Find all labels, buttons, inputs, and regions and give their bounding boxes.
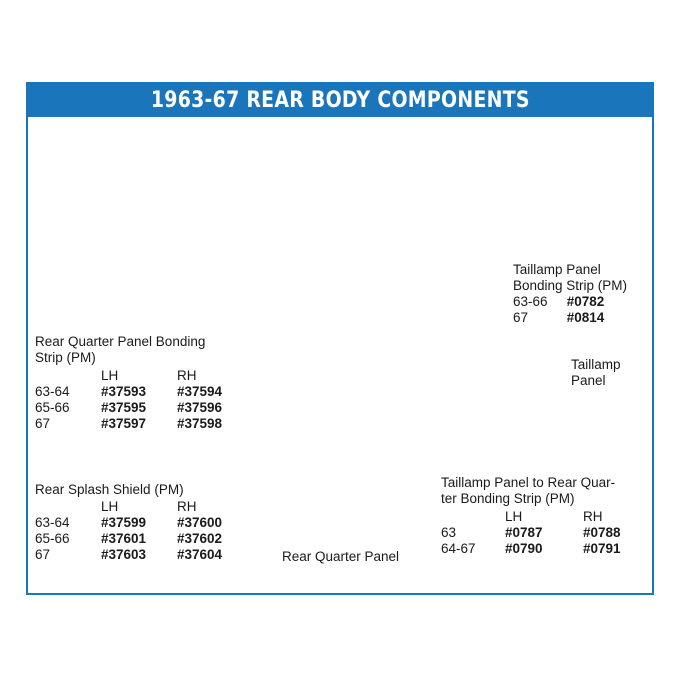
part-row: 67 #0814: [513, 310, 627, 326]
table-row: 65-66 #37601 #37602: [35, 531, 222, 547]
part-lh: #0790: [505, 541, 543, 556]
label-line: Taillamp: [571, 357, 621, 372]
part-rh: #37594: [177, 384, 223, 399]
part-lh: #37599: [101, 515, 147, 530]
col-rh: RH: [177, 368, 197, 383]
part-row: 63-66 #0782: [513, 294, 627, 310]
col-rh: RH: [583, 509, 603, 524]
years: 64-67: [441, 541, 476, 556]
page-title: 1963-67 REAR BODY COMPONENTS: [150, 88, 530, 113]
label-line: ter Bonding Strip (PM): [441, 491, 575, 506]
years: 63-66: [513, 294, 548, 309]
label-line: Taillamp Panel: [513, 262, 601, 277]
label-line: Panel: [571, 373, 606, 388]
years: 65-66: [35, 531, 70, 546]
part-lh: #37597: [101, 416, 147, 431]
part-rh: #37598: [177, 416, 223, 431]
label-rear-quarter-panel: Rear Quarter Panel: [282, 549, 399, 565]
part-rh: #37602: [177, 531, 223, 546]
part-lh: #37595: [101, 400, 147, 415]
col-lh: LH: [505, 509, 523, 524]
years: 67: [35, 416, 51, 431]
part-lh: #0787: [505, 525, 543, 540]
years: 63: [441, 525, 457, 540]
taillamp-to-quarter-table: LH RH 63 #0787 #0788 64-67 #0790 #0791: [441, 509, 621, 557]
part-number: #0782: [566, 294, 605, 309]
col-lh: LH: [101, 499, 119, 514]
label-line: Rear Splash Shield (PM): [35, 482, 184, 497]
col-lh: LH: [101, 368, 119, 383]
part-lh: #37603: [101, 547, 147, 562]
part-rh: #37596: [177, 400, 223, 415]
label-line: Taillamp Panel to Rear Quar-: [441, 475, 616, 490]
label-taillamp-panel: Taillamp Panel: [571, 357, 621, 389]
label-line: Rear Quarter Panel Bonding: [35, 334, 206, 349]
table-row: 67 #37597 #37598: [35, 416, 222, 432]
table-header: LH RH: [441, 509, 621, 525]
part-rh: #37604: [177, 547, 223, 562]
label-line: Bonding Strip (PM): [513, 278, 628, 293]
label-line: Rear Quarter Panel: [282, 549, 400, 564]
part-number: #0814: [566, 310, 605, 325]
title-banner: 1963-67 REAR BODY COMPONENTS: [28, 84, 652, 117]
years: 63-64: [35, 384, 70, 399]
diagram-frame: 1963-67 REAR BODY COMPONENTS: [26, 82, 654, 595]
table-row: 67 #37603 #37604: [35, 547, 222, 563]
table-header: LH RH: [35, 368, 222, 384]
part-rh: #37600: [177, 515, 223, 530]
years: 63-64: [35, 515, 70, 530]
col-rh: RH: [177, 499, 197, 514]
table-row: 65-66 #37595 #37596: [35, 400, 222, 416]
label-taillamp-to-quarter-bonding-strip: Taillamp Panel to Rear Quar- ter Bonding…: [441, 475, 615, 507]
label-rear-quarter-bonding-strip: Rear Quarter Panel Bonding Strip (PM): [35, 334, 205, 366]
years: 65-66: [35, 400, 70, 415]
table-row: 63-64 #37593 #37594: [35, 384, 222, 400]
years: 67: [513, 310, 529, 325]
table-row: 64-67 #0790 #0791: [441, 541, 621, 557]
label-line: Strip (PM): [35, 350, 96, 365]
part-rh: #0791: [583, 541, 621, 556]
part-rh: #0788: [583, 525, 621, 540]
years: 67: [35, 547, 51, 562]
part-lh: #37601: [101, 531, 147, 546]
part-lh: #37593: [101, 384, 147, 399]
label-rear-splash-shield: Rear Splash Shield (PM): [35, 482, 184, 498]
label-taillamp-bonding-strip: Taillamp Panel Bonding Strip (PM) 63-66 …: [513, 262, 627, 326]
table-row: 63-64 #37599 #37600: [35, 515, 222, 531]
rear-splash-shield-table: LH RH 63-64 #37599 #37600 65-66 #37601 #…: [35, 499, 222, 563]
table-row: 63 #0787 #0788: [441, 525, 621, 541]
rear-quarter-bonding-table: LH RH 63-64 #37593 #37594 65-66 #37595 #…: [35, 368, 222, 432]
table-header: LH RH: [35, 499, 222, 515]
